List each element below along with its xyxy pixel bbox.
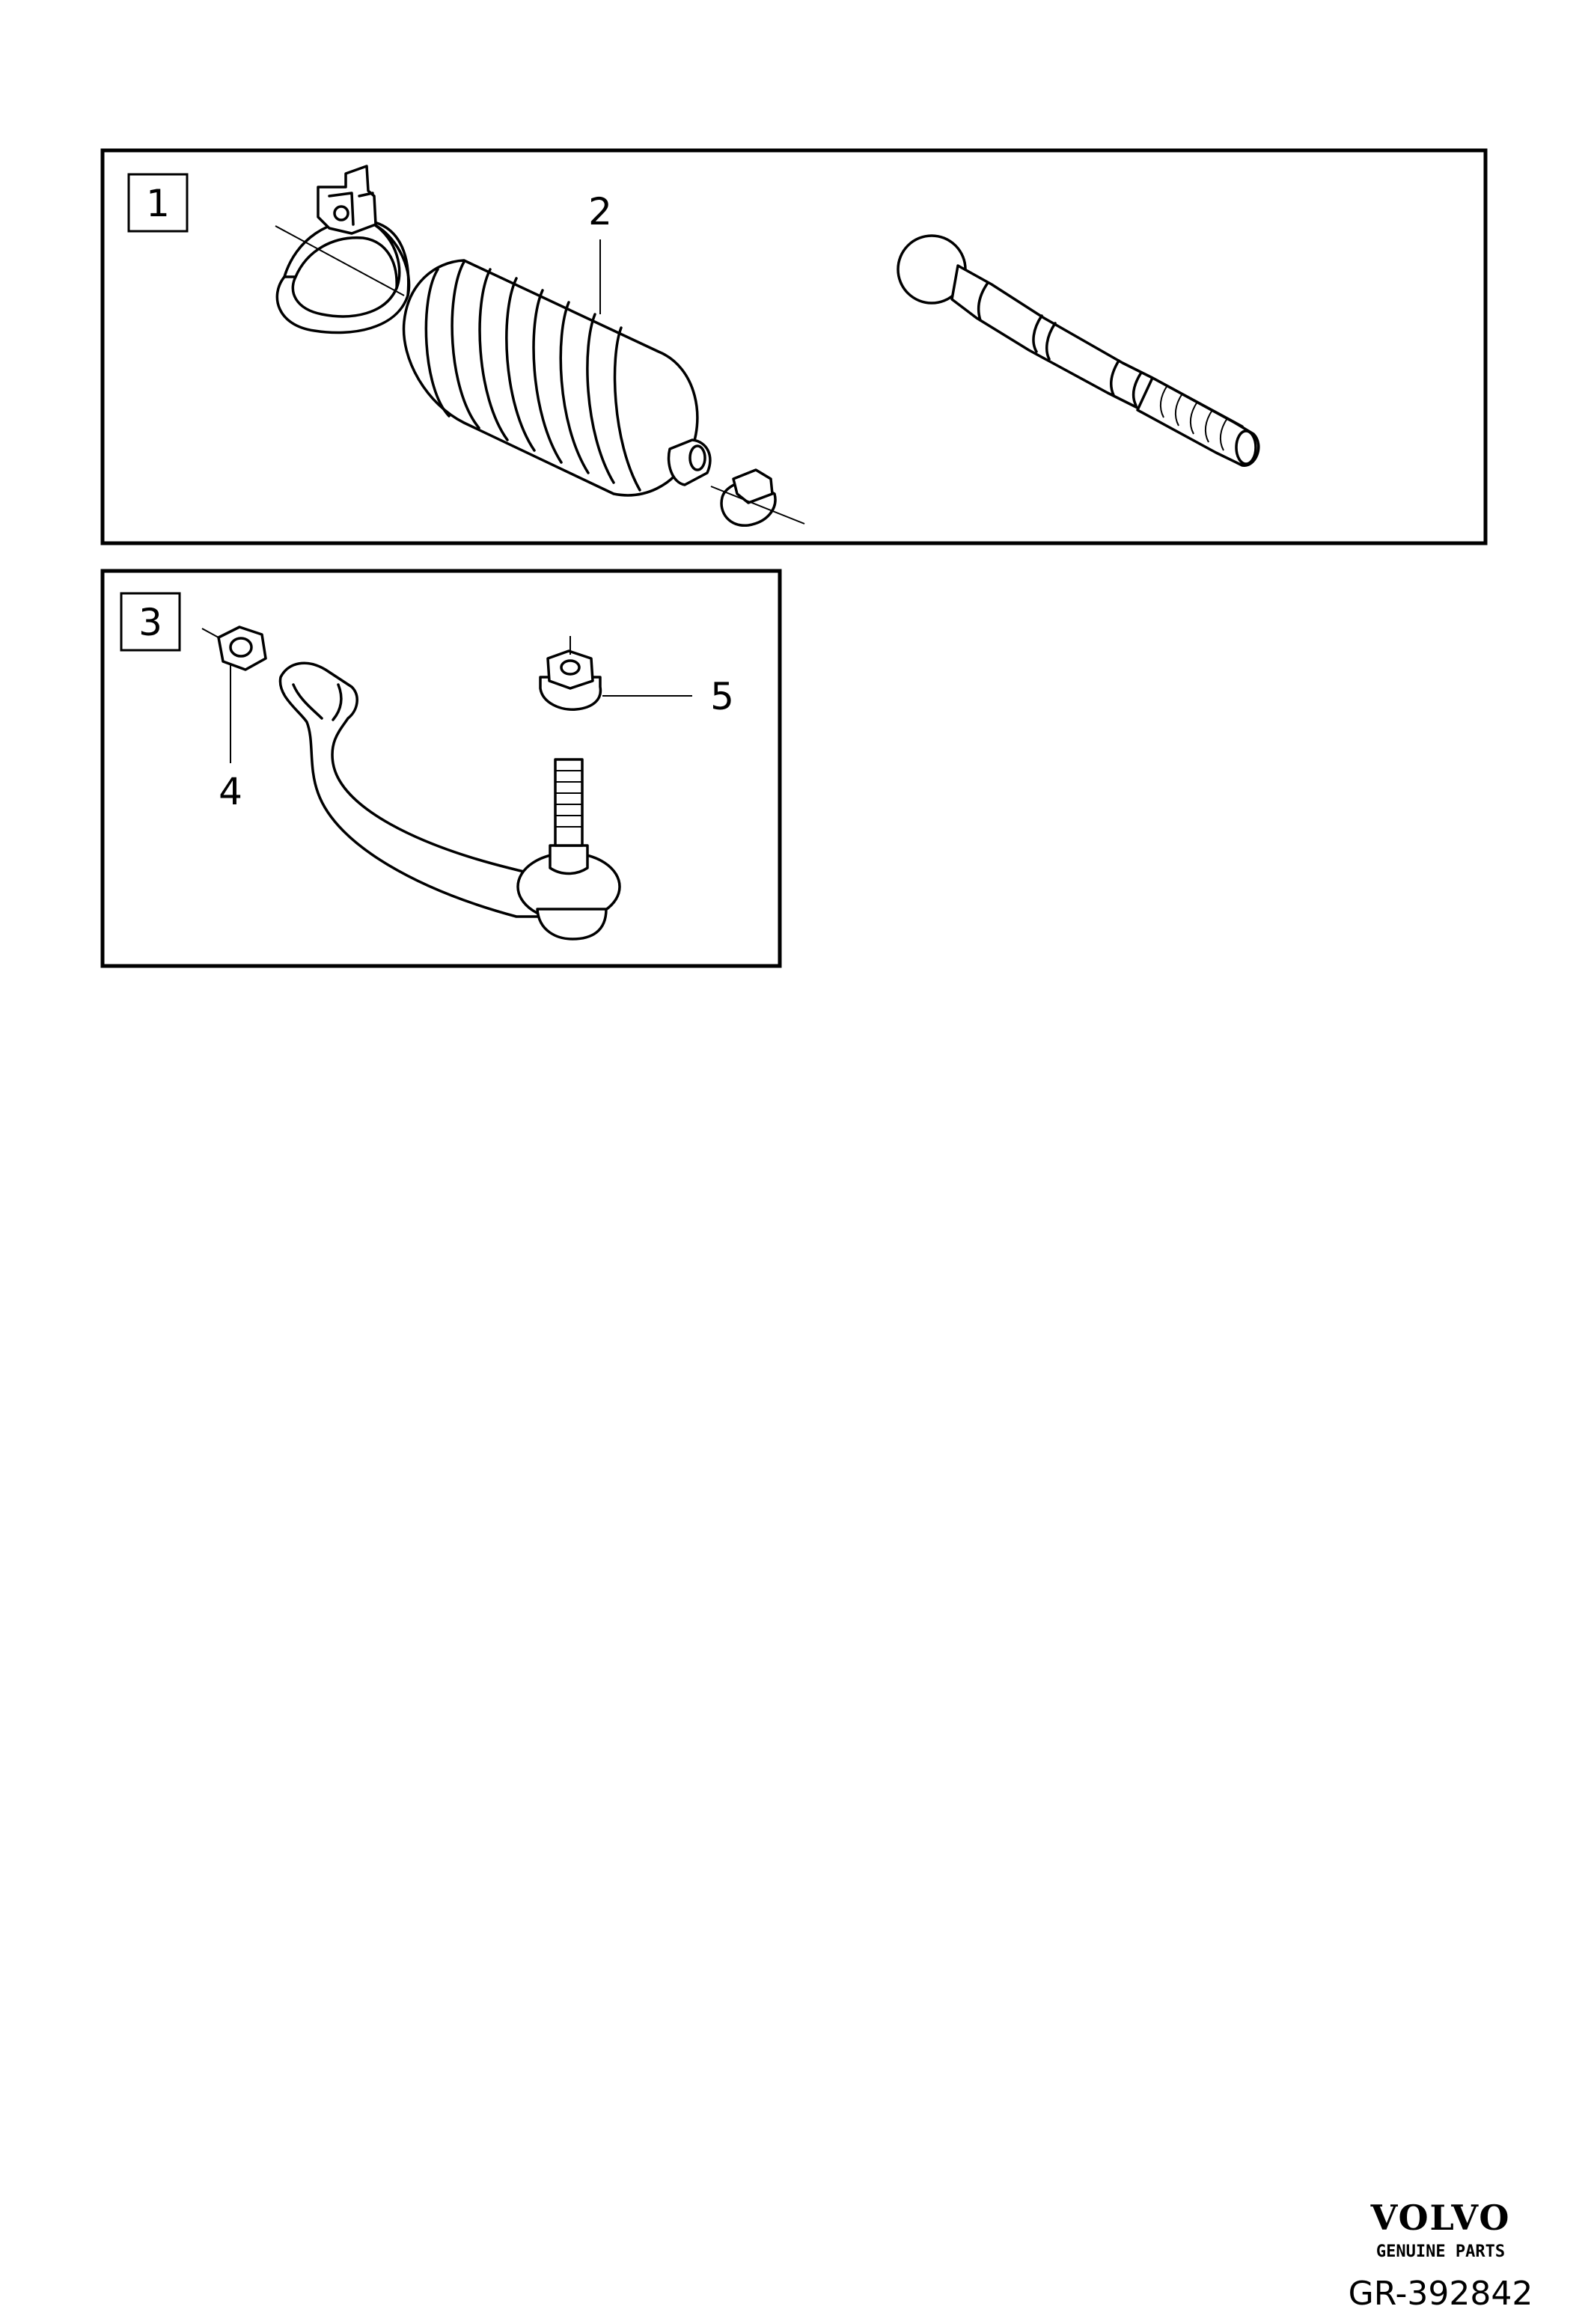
panel-3-label: 3 [138, 601, 162, 644]
flange-nut-illustration [539, 636, 602, 711]
drawing-reference: GR-392842 [1349, 2275, 1533, 2313]
brand-logo: VOLVO [1370, 2198, 1511, 2238]
boot-callout: 2 [588, 190, 612, 233]
panel-1-label: 1 [146, 182, 170, 225]
jam-nut-callout: 4 [219, 770, 242, 813]
panel-3-frame [100, 569, 782, 968]
jam-nut-illustration [201, 626, 267, 671]
panel-1-label-box [127, 173, 189, 233]
tie-rod-end-illustration [278, 661, 621, 941]
bellows-boot-illustration [402, 259, 712, 497]
panel-3: 3 4 5 [100, 569, 782, 968]
footer: VOLVO GENUINE PARTS GR-392842 [1349, 2198, 1533, 2313]
brand-tagline: GENUINE PARTS [1376, 2242, 1505, 2261]
panel-1-frame [100, 148, 1488, 545]
flange-nut-callout: 5 [710, 675, 734, 718]
tie-rod-illustration [897, 234, 1260, 467]
large-clamp-illustration [275, 165, 411, 334]
panel-3-label-box [120, 592, 181, 652]
panel-1: 1 2 [100, 148, 1488, 545]
small-clamp-illustration [710, 468, 805, 527]
